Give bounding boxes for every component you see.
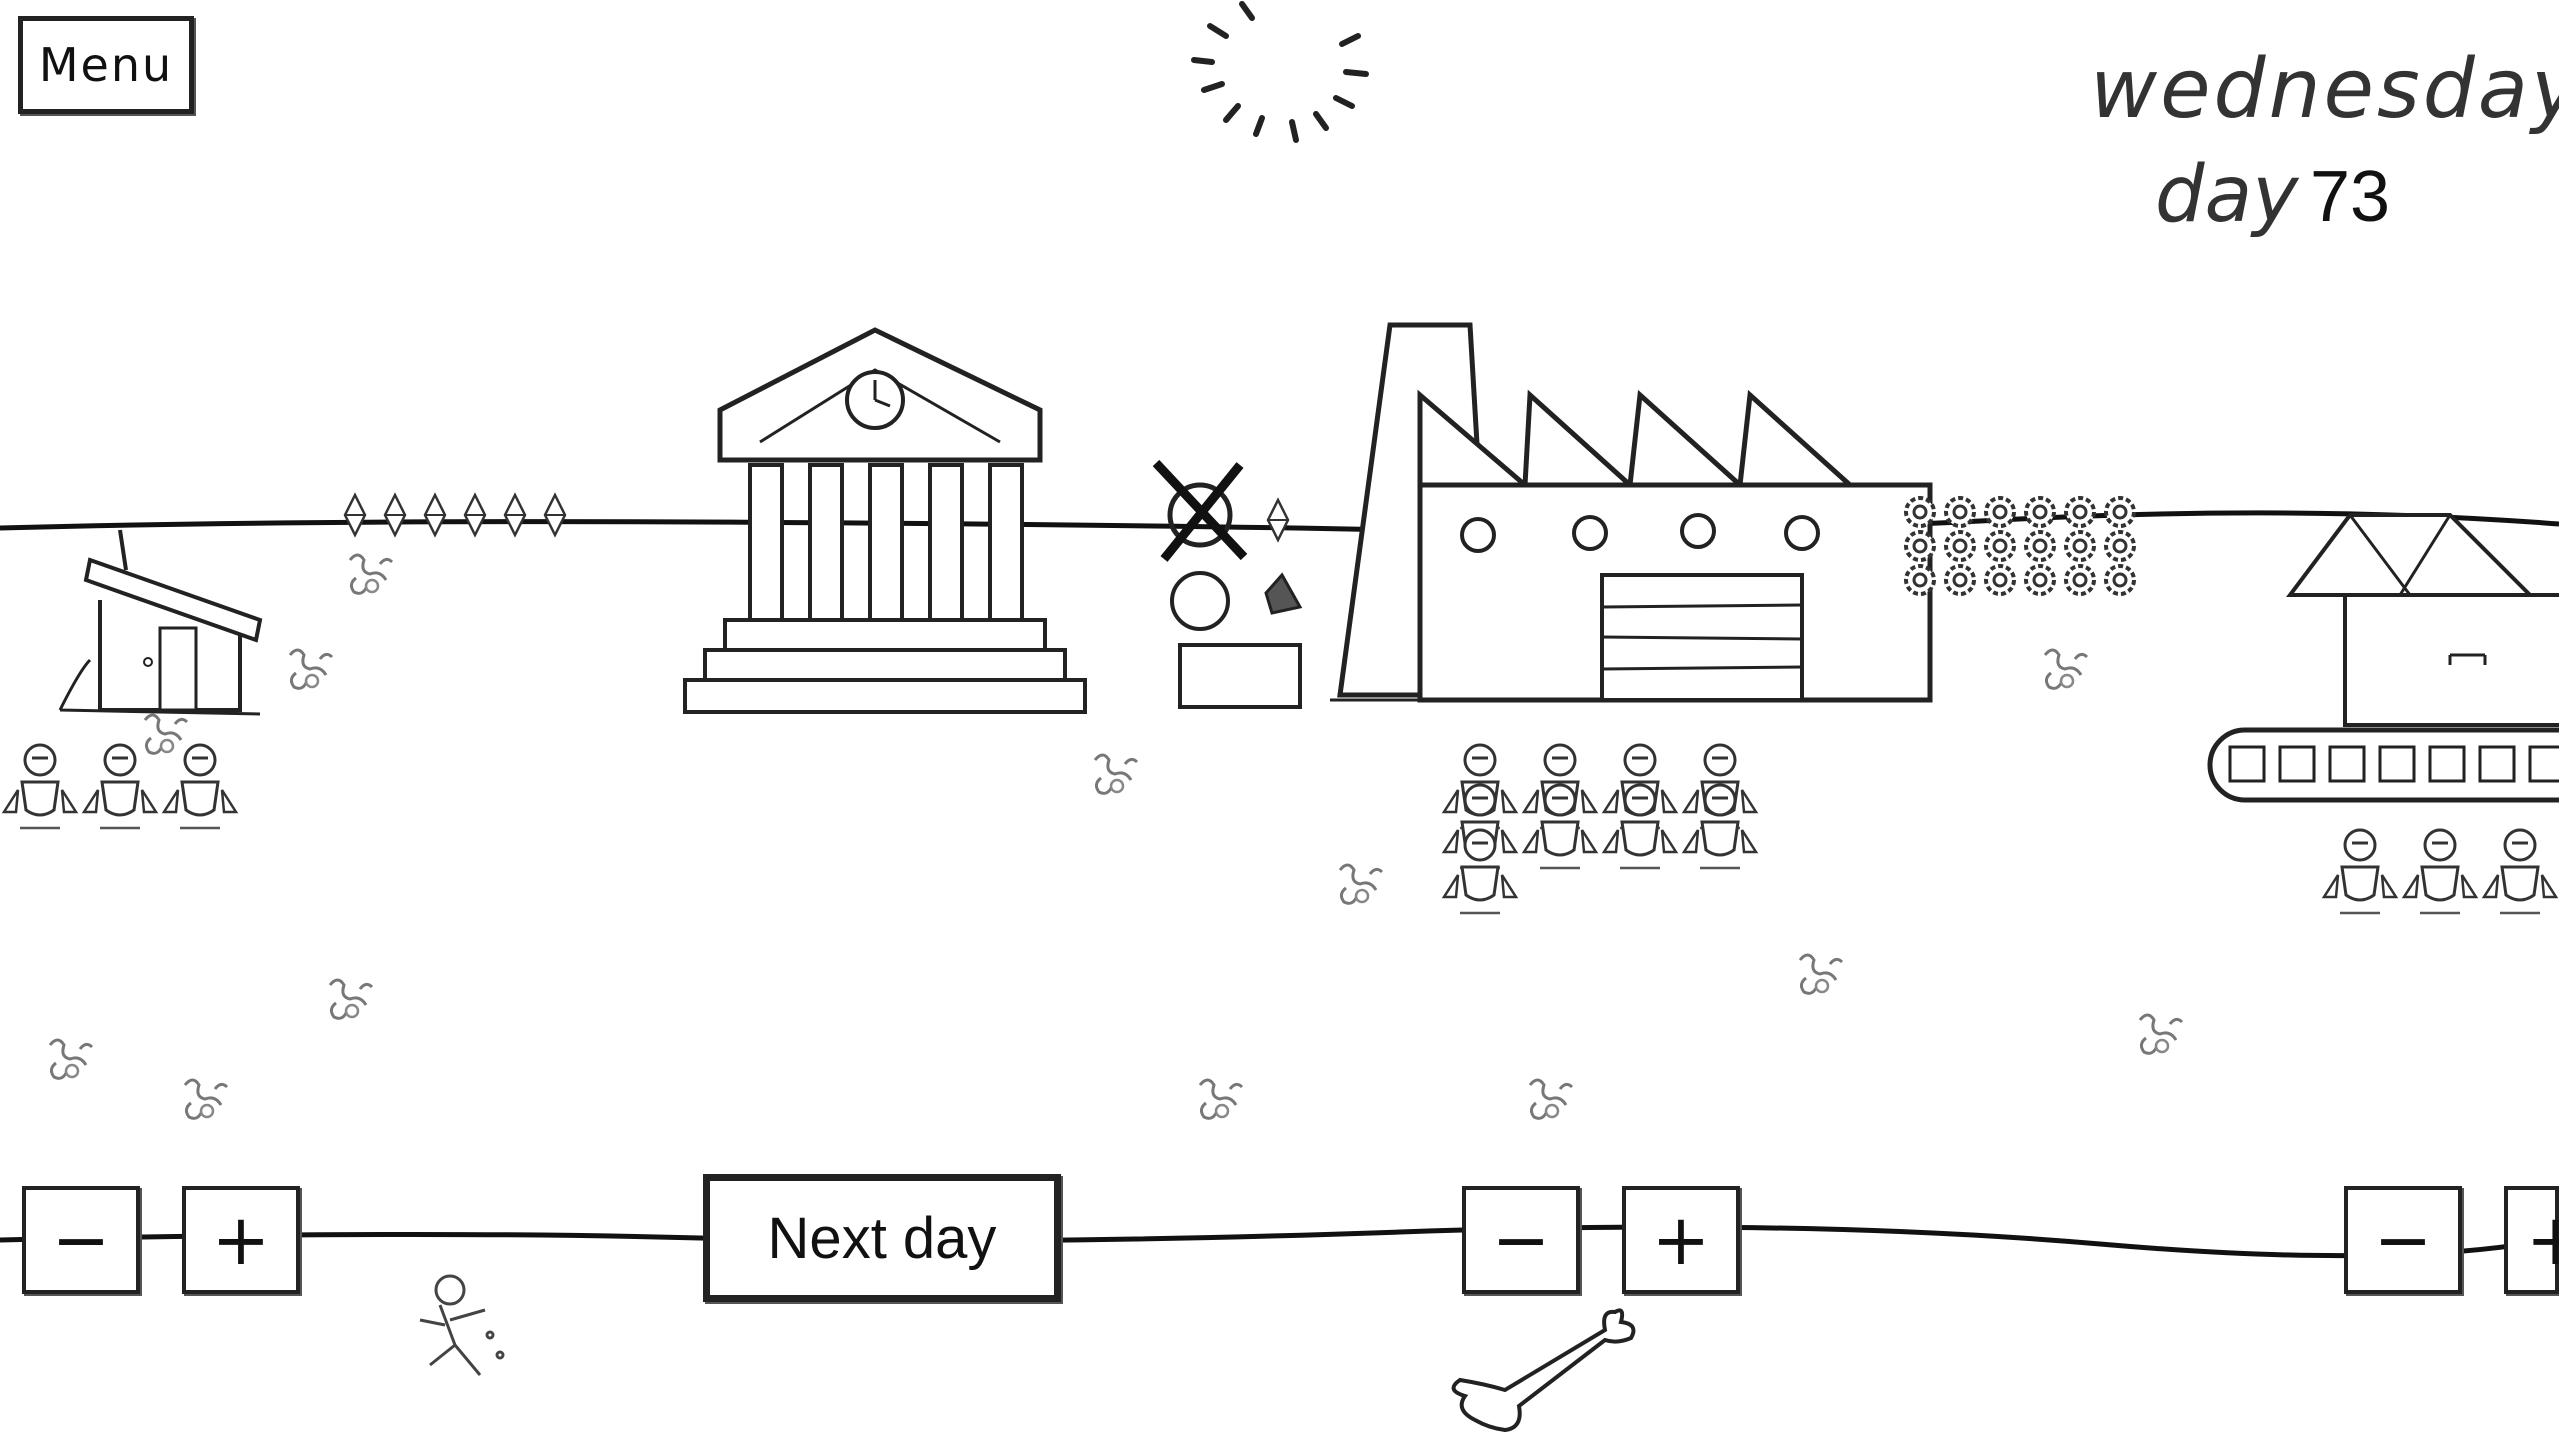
- increase-workers-button-shack[interactable]: +: [182, 1186, 300, 1294]
- mining-machine-icon: [2207, 513, 2559, 803]
- increase-workers-button-factory[interactable]: +: [1622, 1186, 1740, 1294]
- weekday-label: wednesday: [2090, 42, 2559, 137]
- sun-icon: [1191, 1, 1369, 143]
- day-number: 73: [2310, 157, 2391, 237]
- day-label: day: [2155, 150, 2299, 240]
- factory-icon: [1330, 322, 1933, 703]
- ground-line-bottom: [0, 1224, 2559, 1259]
- shack-icon: [58, 529, 263, 716]
- next-day-button[interactable]: Next day: [703, 1174, 1061, 1302]
- skeleton-icon: [419, 1274, 505, 1376]
- decrease-workers-button-factory[interactable]: −: [1462, 1186, 1580, 1294]
- gear-resource-icon: [1904, 496, 2136, 596]
- decrease-workers-button-mine[interactable]: −: [2344, 1186, 2462, 1294]
- bone-icon: [1451, 1308, 1636, 1433]
- blocked-marker-icon: [1152, 459, 1303, 709]
- increase-workers-button-mine[interactable]: +: [2504, 1186, 2559, 1294]
- bank-building-icon: [683, 327, 1087, 714]
- menu-button[interactable]: Menu: [18, 16, 194, 114]
- worker-icon: [2, 743, 2558, 915]
- decrease-workers-button-shack[interactable]: −: [22, 1186, 140, 1294]
